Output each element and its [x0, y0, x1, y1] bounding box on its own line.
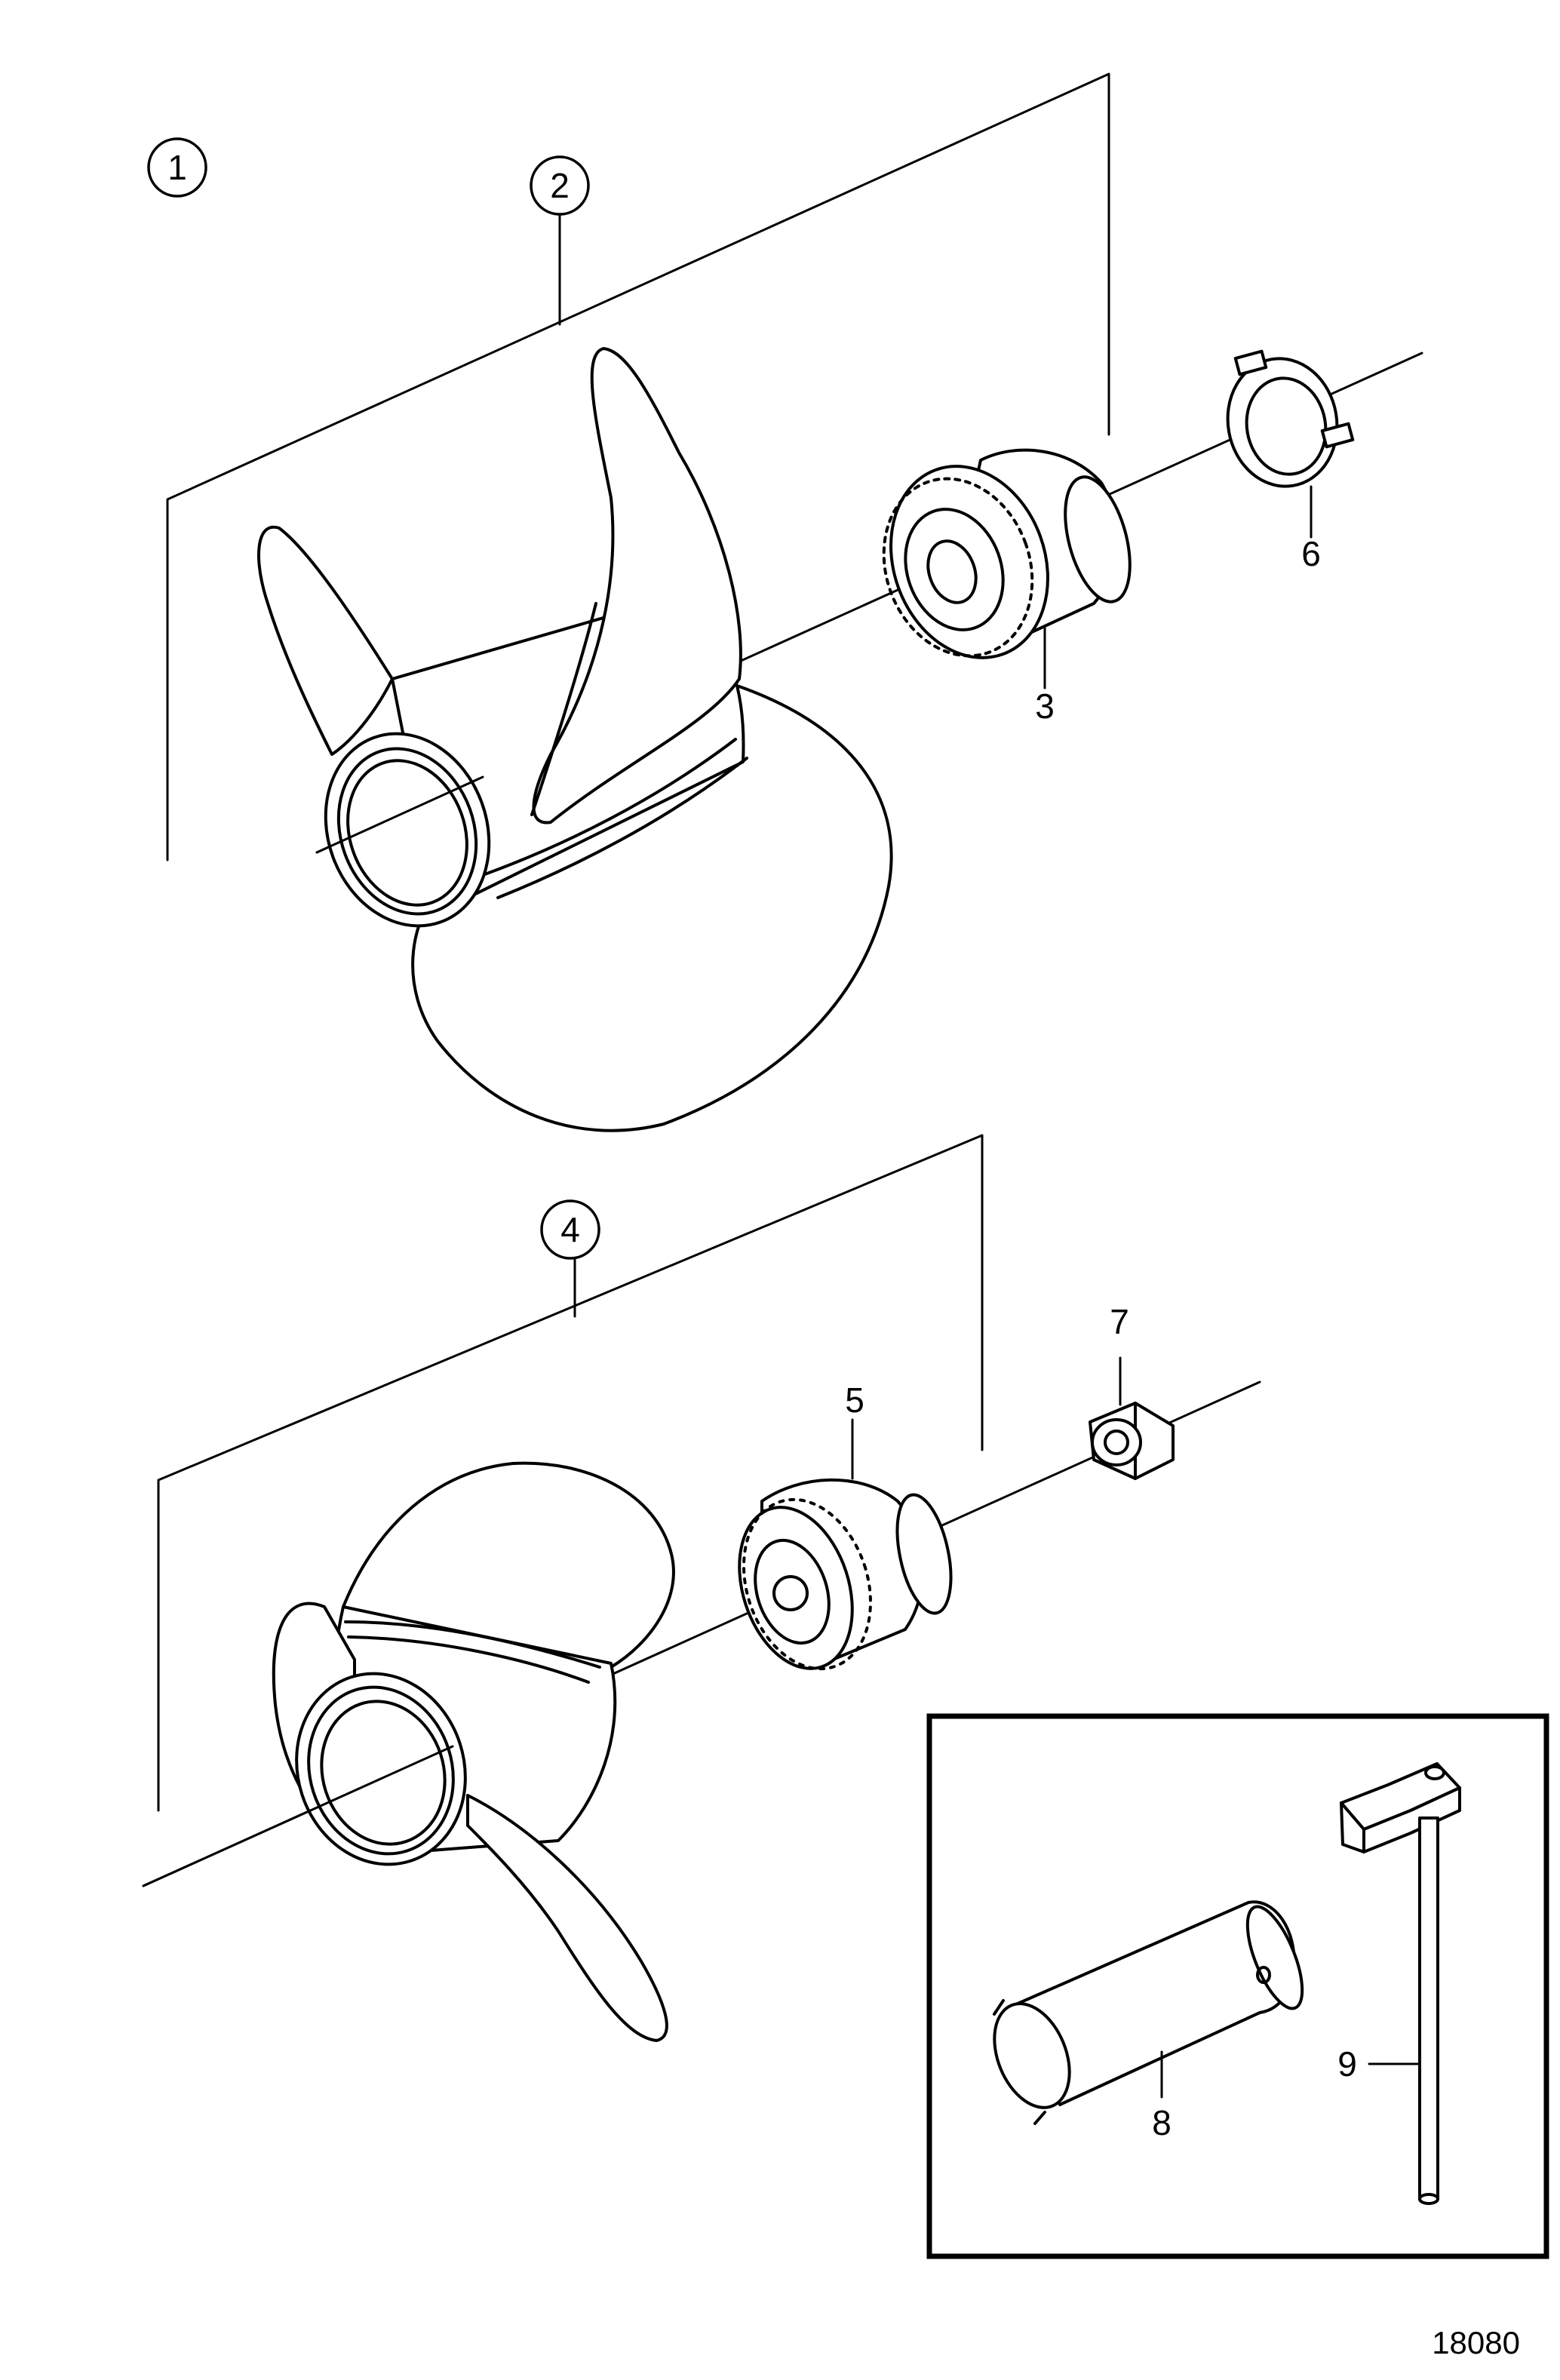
- callout-2: 2: [530, 155, 590, 216]
- lower-propeller-blade-lower: [466, 1794, 668, 2042]
- upper-propeller-blade-left: [257, 525, 394, 756]
- callout-4: 4: [540, 1199, 600, 1260]
- part-9-hex-wrench: [1340, 1762, 1461, 2205]
- callout-4-label: 4: [560, 1210, 580, 1249]
- upper-propeller-blade-lower: [411, 685, 893, 1132]
- upper-hub-collar-inner: [336, 747, 478, 916]
- bracket-item-2: [166, 72, 1110, 861]
- callout-8-label: 8: [1152, 2103, 1172, 2142]
- part-7-hex-nut: [1089, 1402, 1175, 1480]
- callout-1-label: 1: [167, 148, 187, 187]
- callout-9-label: 9: [1337, 2044, 1357, 2084]
- callout-6-label: 6: [1301, 534, 1321, 573]
- callout-1: 1: [147, 137, 207, 198]
- bracket-item-4: [157, 1134, 984, 1812]
- callout-2-label: 2: [550, 166, 570, 205]
- lower-propeller-blade-top: [342, 1461, 675, 1669]
- upper-propeller-group: [166, 72, 1423, 1132]
- callout-3-label: 3: [1035, 686, 1055, 726]
- drawing-reference-number: 18080: [1432, 2325, 1520, 2360]
- part-5-hub-kit: [738, 1478, 953, 1671]
- part-3-hub-kit: [882, 448, 1132, 659]
- part-8-socket-tool: [993, 1900, 1304, 2125]
- callout-7-label: 7: [1110, 1302, 1129, 1341]
- upper-hub-band: [496, 757, 748, 899]
- lower-propeller-group: [142, 1134, 1261, 2042]
- upper-propeller-blade-top: [532, 347, 742, 825]
- part-6-lock-ring: [1226, 349, 1355, 488]
- callout-5-label: 5: [845, 1380, 864, 1420]
- tools-inset: [926, 1713, 1549, 2259]
